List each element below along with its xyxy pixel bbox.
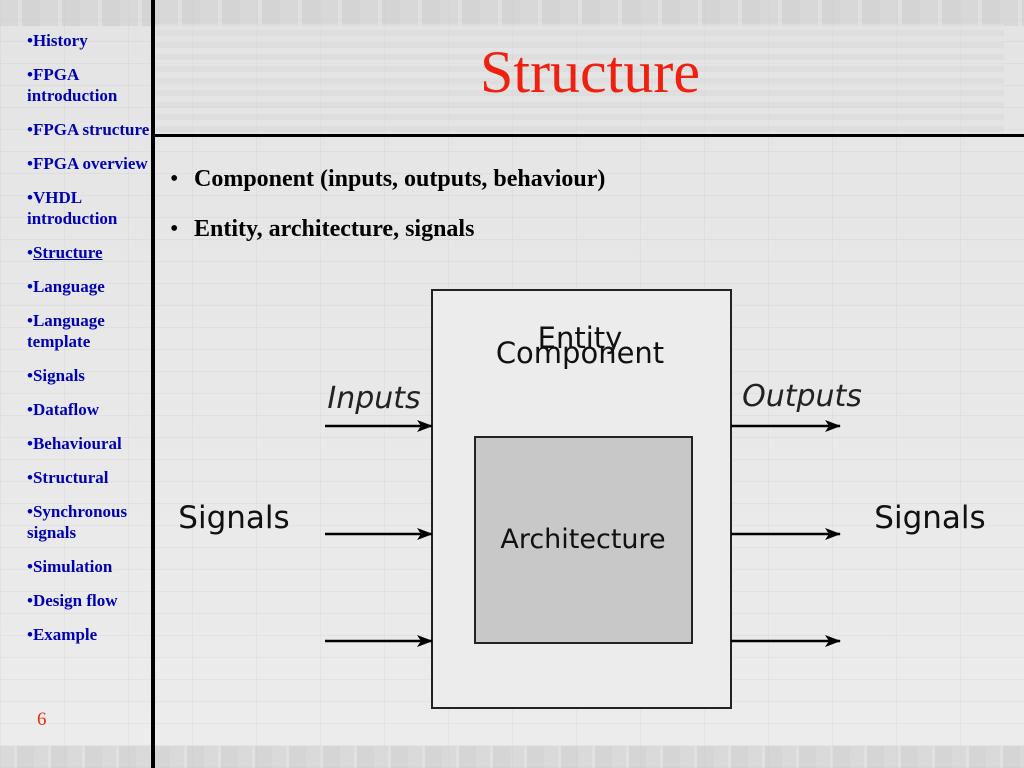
sidebar-item-bullet: •	[27, 65, 33, 84]
sidebar-item-bullet: •	[27, 468, 33, 487]
sidebar-item-label: History	[32, 31, 88, 50]
sidebar-item-synchronous-signals[interactable]: •Synchronous signals	[27, 501, 151, 543]
bullet-text: Entity, architecture, signals	[194, 216, 475, 242]
sidebar-item-bullet: •	[27, 591, 33, 610]
signals-left-label: Signals	[178, 500, 289, 536]
sidebar-item-label: VHDL introduction	[27, 188, 118, 228]
sidebar-item-label: Language template	[27, 311, 105, 351]
sidebar-item-design-flow[interactable]: •Design flow	[27, 590, 151, 611]
sidebar-item-language-template[interactable]: •Language template	[27, 310, 151, 352]
sidebar-item-bullet: •	[27, 188, 33, 207]
sidebar-item-bullet: •	[27, 243, 33, 262]
sidebar-item-label: Signals	[32, 366, 85, 385]
background-toolbar-strip	[0, 0, 1024, 26]
slide-title: Structure	[480, 39, 700, 105]
inputs-label: Inputs	[327, 381, 420, 416]
sidebar-item-label: Design flow	[32, 591, 118, 610]
sidebar-item-bullet: •	[27, 366, 33, 385]
sidebar-item-bullet: •	[27, 434, 33, 453]
sidebar-item-bullet: •	[27, 625, 33, 644]
bullet-item: • Component (inputs, outputs, behaviour)	[170, 164, 605, 194]
sidebar-item-bullet: •	[27, 120, 33, 139]
architecture-box	[474, 436, 693, 644]
sidebar-item-label: Behavioural	[32, 434, 122, 453]
sidebar-item-fpga-structure[interactable]: •FPGA structure	[27, 119, 151, 140]
sidebar-item-bullet: •	[27, 502, 33, 521]
sidebar-item-history[interactable]: •History	[27, 30, 151, 51]
bullet-item: • Entity, architecture, signals	[170, 214, 605, 244]
sidebar-item-bullet: •	[27, 557, 33, 576]
bullet-text: Component (inputs, outputs, behaviour)	[194, 166, 606, 192]
bullet-list: •Component (inputs, outputs, behaviour)•…	[170, 164, 605, 264]
sidebar-item-label: Structure	[32, 243, 103, 262]
sidebar-item-label: Structural	[32, 468, 109, 487]
sidebar-item-label: FPGA introduction	[27, 65, 118, 105]
sidebar-divider	[151, 0, 155, 768]
sidebar-nav: •History•FPGA introduction•FPGA structur…	[27, 30, 151, 658]
sidebar-item-label: FPGA structure	[32, 120, 150, 139]
sidebar-item-fpga-overview[interactable]: •FPGA overview	[27, 153, 151, 174]
sidebar-item-label: Synchronous signals	[27, 502, 128, 542]
sidebar-item-label: FPGA overview	[32, 154, 148, 173]
sidebar-item-label: Dataflow	[32, 400, 100, 419]
sidebar-item-label: Language	[32, 277, 105, 296]
sidebar-item-bullet: •	[27, 277, 33, 296]
sidebar-item-simulation[interactable]: •Simulation	[27, 556, 151, 577]
entity-label: Entity	[538, 321, 623, 355]
sidebar-item-signals[interactable]: •Signals	[27, 365, 151, 386]
sidebar-item-label: Example	[32, 625, 98, 644]
architecture-label: Architecture	[500, 524, 665, 555]
bullet-marker: •	[170, 216, 179, 242]
sidebar-item-label: Simulation	[32, 557, 113, 576]
sidebar-item-vhdl-introduction[interactable]: •VHDL introduction	[27, 187, 151, 229]
component-label: Component	[496, 336, 664, 370]
sidebar-item-dataflow[interactable]: •Dataflow	[27, 399, 151, 420]
background-status-strip	[0, 746, 1024, 768]
outputs-label: Outputs	[742, 379, 862, 414]
slide-number: 6	[37, 709, 47, 730]
bullet-marker: •	[170, 166, 179, 192]
sidebar-item-bullet: •	[27, 400, 33, 419]
sidebar-item-behavioural[interactable]: •Behavioural	[27, 433, 151, 454]
sidebar-item-bullet: •	[27, 311, 33, 330]
sidebar-item-structure[interactable]: •Structure	[27, 242, 151, 263]
sidebar-item-bullet: •	[27, 154, 33, 173]
sidebar-item-example[interactable]: •Example	[27, 624, 151, 645]
sidebar-item-bullet: •	[27, 31, 33, 50]
signals-right-label: Signals	[874, 500, 985, 536]
sidebar-item-fpga-introduction[interactable]: •FPGA introduction	[27, 64, 151, 106]
sidebar-item-language[interactable]: •Language	[27, 276, 151, 297]
title-divider	[151, 134, 1024, 137]
title-background	[156, 24, 1004, 132]
sidebar-item-structural[interactable]: •Structural	[27, 467, 151, 488]
